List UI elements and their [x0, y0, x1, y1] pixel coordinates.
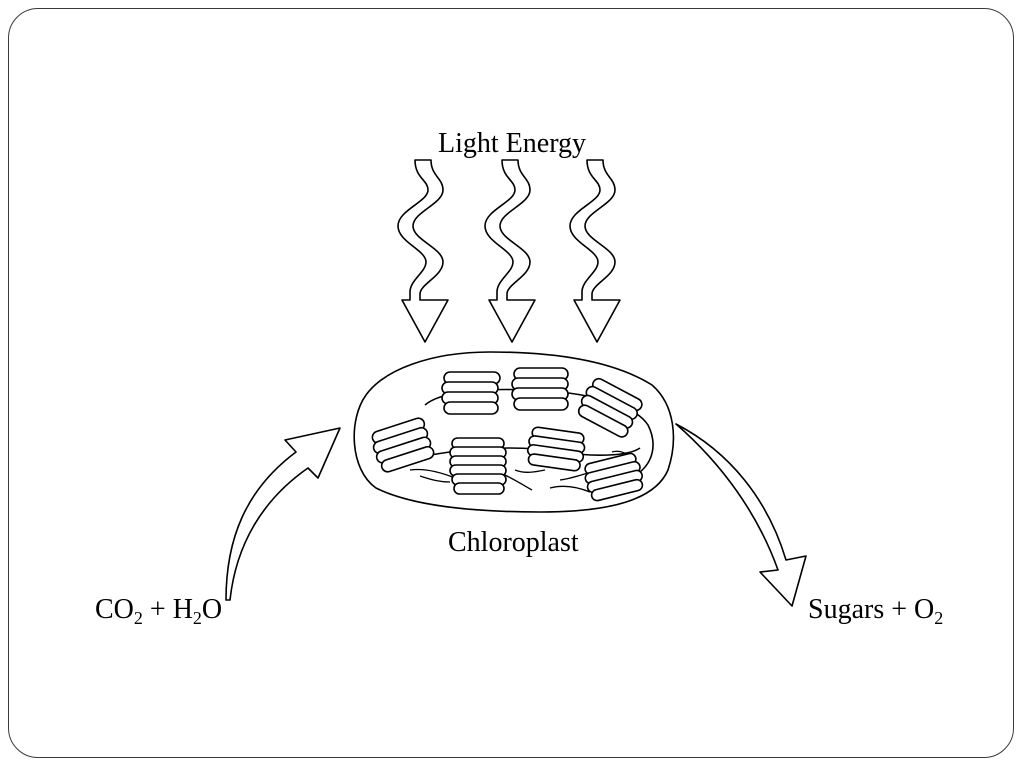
product-text: Sugars + O	[808, 594, 935, 625]
thylakoid-disc	[453, 482, 505, 495]
products-label: Sugars + O2	[808, 594, 944, 628]
thylakoid-disc	[590, 478, 644, 502]
thylakoid-disc	[443, 401, 499, 415]
input-arrow	[225, 427, 341, 601]
reactant-co: CO	[95, 594, 134, 625]
reactants-label: CO2 + H2O	[95, 594, 223, 628]
light-energy-label: Light Energy	[438, 128, 587, 159]
reactant-plus-h: + H	[142, 594, 193, 625]
light-arrow-2	[484, 159, 536, 343]
thylakoid-disc	[527, 453, 581, 472]
light-arrow-1	[397, 159, 449, 343]
output-arrow	[675, 423, 807, 607]
chloroplast-label: Chloroplast	[448, 527, 579, 558]
reactant-o: O	[201, 594, 223, 625]
thylakoid-disc	[513, 397, 569, 411]
thylakoid-disc	[577, 404, 629, 438]
thylakoid-disc	[380, 445, 435, 473]
reactant-h-subscript: 2	[192, 608, 202, 628]
product-o-subscript: 2	[934, 608, 944, 628]
stroma-connector-1	[409, 450, 631, 493]
reactant-co-subscript: 2	[133, 608, 143, 628]
light-arrow-3	[569, 159, 621, 343]
